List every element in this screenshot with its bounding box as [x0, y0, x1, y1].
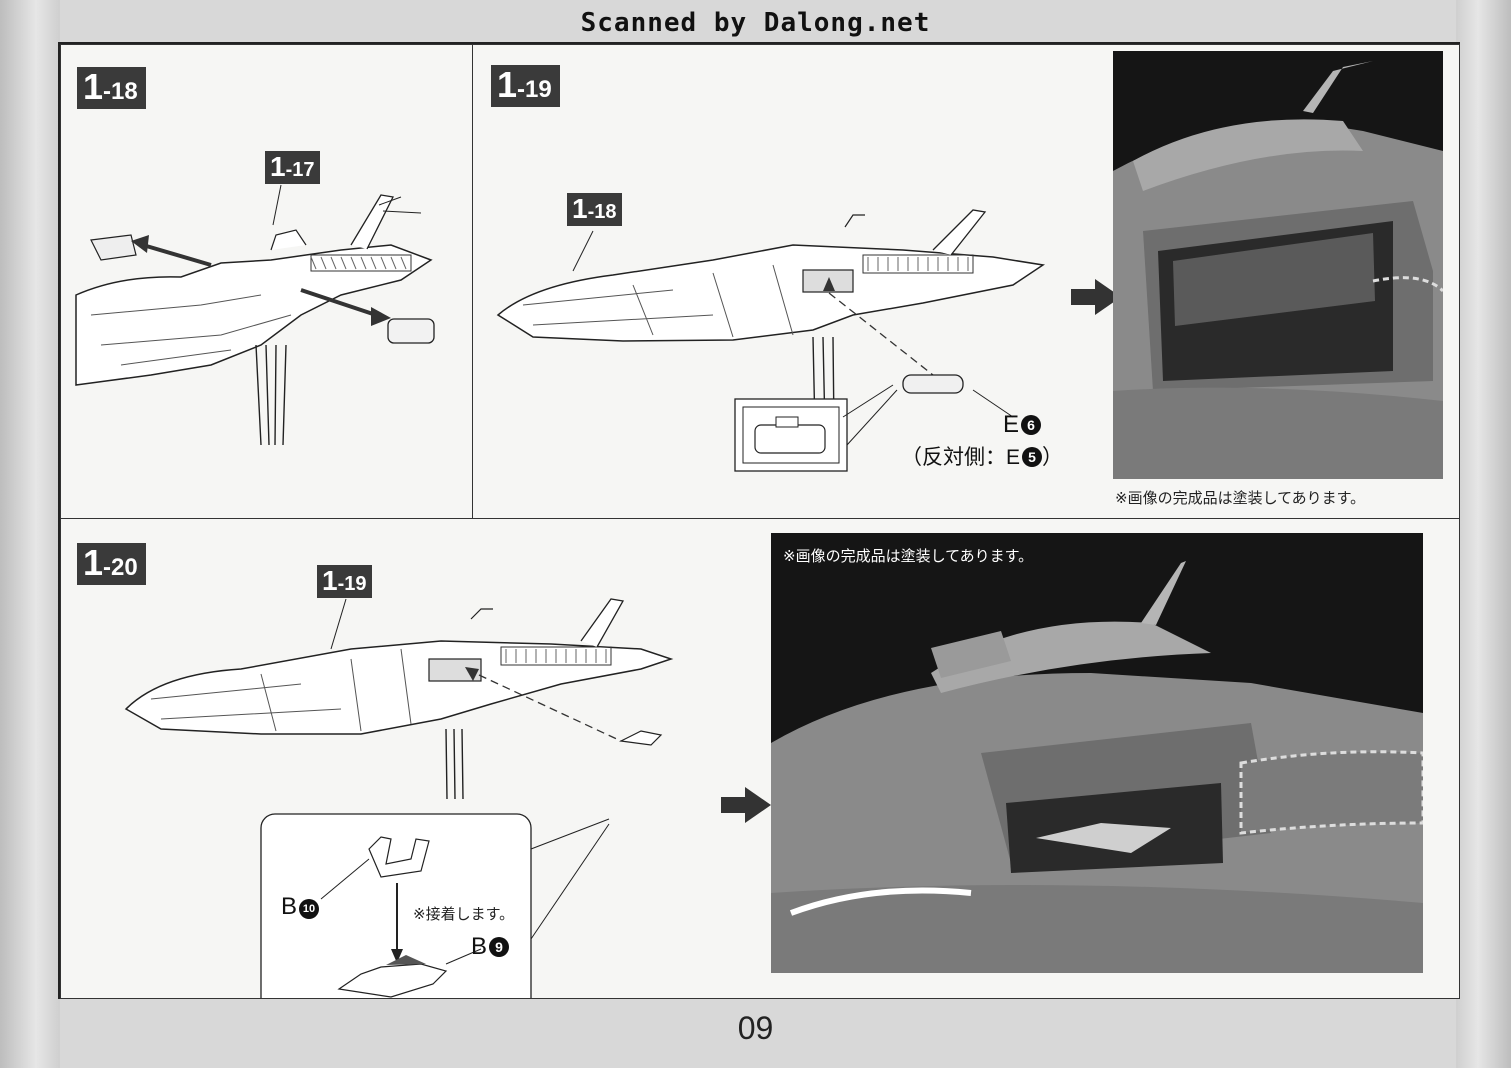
scan-credit: Scanned by Dalong.net: [580, 8, 931, 38]
arrow-right-icon: [721, 787, 771, 823]
ship-diagram-1-19: [496, 209, 1046, 472]
ref-major: 1: [322, 565, 338, 596]
step-minor: -18: [103, 78, 138, 105]
ref-minor: -17: [285, 159, 315, 181]
photo-note-top: ※画像の完成品は塗装してあります。: [1115, 489, 1366, 507]
part-letter: E: [1003, 411, 1020, 438]
ref-minor: -19: [337, 573, 367, 595]
ref-1-17-badge: 1-17: [265, 151, 321, 184]
model-photo-top: [1113, 51, 1443, 479]
model-photo-bottom: ※画像の完成品は塗装してあります。: [771, 533, 1423, 973]
step-1-18-badge: 1-18: [77, 67, 146, 109]
ship-diagram-1-18: [75, 184, 435, 446]
right-margin-band: [1456, 0, 1511, 1068]
part-alt-suffix: ）: [1042, 446, 1064, 469]
instruction-page-frame: 1-18 1-17 1-19 1-18: [58, 42, 1460, 999]
step-1-20-badge: 1-20: [77, 543, 146, 585]
step-minor: -20: [103, 554, 138, 581]
step-1-20-panel: 1-20 1-19 B: [60, 518, 1460, 999]
part-number-circle: 10: [299, 899, 320, 919]
part-alt-prefix: （反対側：E: [901, 446, 1021, 469]
step-1-18-panel: 1-18 1-17: [60, 44, 474, 520]
part-number-circle: 9: [489, 937, 510, 957]
arrow-right-icon: [1071, 279, 1121, 315]
part-letter: B: [281, 893, 298, 920]
ship-diagram-1-20: [124, 598, 674, 998]
left-margin-band: [0, 0, 60, 1068]
ref-major: 1: [572, 193, 588, 224]
step-1-19-badge: 1-19: [491, 65, 560, 107]
page-number: 09: [737, 1010, 774, 1046]
step-minor: -19: [517, 76, 552, 103]
ref-minor: -18: [587, 201, 617, 223]
ref-1-18-badge: 1-18: [567, 193, 623, 226]
glue-note: ※接着します。: [413, 905, 515, 923]
part-number-circle: 6: [1021, 415, 1042, 435]
part-number-circle: 5: [1022, 447, 1043, 467]
ref-major: 1: [270, 151, 286, 182]
step-major: 1: [83, 66, 104, 107]
photo-note-bottom: ※画像の完成品は塗装してあります。: [783, 547, 1034, 565]
ref-1-19-badge: 1-19: [317, 565, 373, 598]
step-major: 1: [497, 64, 518, 105]
part-letter: B: [471, 933, 488, 960]
step-major: 1: [83, 542, 104, 583]
